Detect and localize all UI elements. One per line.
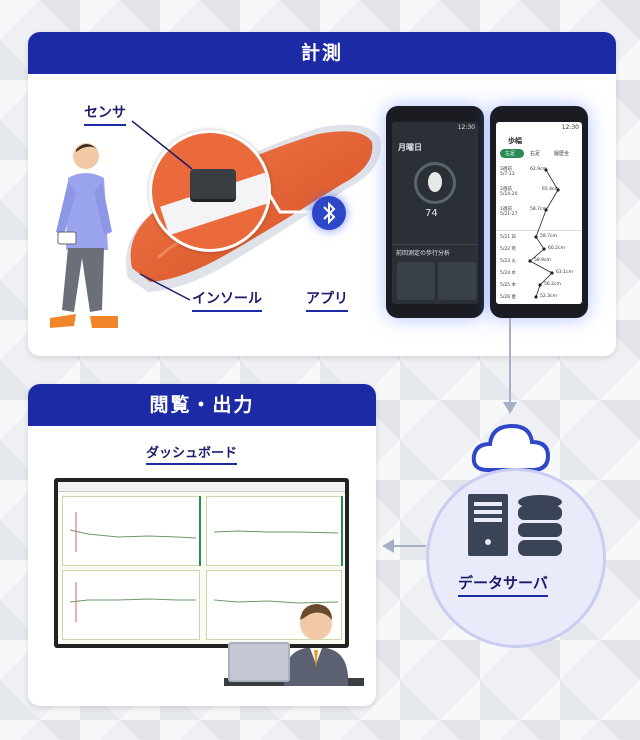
stride-point xyxy=(528,259,532,263)
phone-left-center-value: 74 xyxy=(425,208,438,219)
dashboard-chart-3 xyxy=(62,570,200,640)
phone-right-tab-3[interactable]: 履歴全 xyxy=(554,151,570,157)
database-icon xyxy=(518,495,562,556)
date-row-range: 5/7-13 xyxy=(500,172,515,177)
stride-point xyxy=(534,235,538,239)
dashboard-screen xyxy=(58,482,345,644)
dashboard-monitor xyxy=(54,478,349,648)
insole-label: インソール xyxy=(192,288,262,312)
data-server-circle xyxy=(426,468,606,648)
day-row-label: 5/23 火 xyxy=(500,259,517,264)
app-label: アプリ xyxy=(306,288,348,312)
stride-point xyxy=(544,208,548,212)
stride-point xyxy=(544,168,548,172)
phone-left-gauge xyxy=(414,162,456,204)
day-row-value: 58.7cm xyxy=(540,234,557,239)
phone-right-tab-1[interactable]: 左足 xyxy=(500,149,524,158)
phone-left-day: 月曜日 xyxy=(398,143,422,152)
arrow-left-icon xyxy=(382,539,426,553)
phone-right-title: 歩幅 xyxy=(508,137,522,145)
phone-right-time: 12:30 xyxy=(561,124,579,131)
arrow-down-icon xyxy=(503,318,517,414)
day-row-value: 63.1cm xyxy=(556,270,573,275)
date-row-value: 62.9cm xyxy=(530,167,547,172)
stride-point xyxy=(538,283,542,287)
measure-panel-title: 計測 xyxy=(28,32,616,74)
server-icon xyxy=(468,494,508,556)
phone-left-time: 12:30 xyxy=(457,124,475,131)
day-row-label: 5/26 金 xyxy=(500,295,517,300)
insole-leader-line xyxy=(139,273,191,301)
date-row-label: 2週前 xyxy=(500,187,512,192)
phone-right-divider xyxy=(496,230,582,231)
businessman-icon xyxy=(224,604,364,686)
stride-point xyxy=(534,295,538,299)
day-row-value: 56.2cm xyxy=(544,282,561,287)
date-row-range: 5/21-27 xyxy=(500,212,518,217)
phone-left-foot-icon xyxy=(428,172,442,192)
day-row-value: 58.9cm xyxy=(534,258,551,263)
phone-left-screen: 12:30 月曜日 74 前回測定の歩行分析 xyxy=(392,122,478,304)
phone-right-tab-2[interactable]: 右足 xyxy=(530,151,541,157)
person-walking-icon xyxy=(50,143,118,328)
stride-point xyxy=(550,271,554,275)
dashboard-lines xyxy=(69,496,343,622)
day-row-label: 5/22 月 xyxy=(500,247,517,252)
sensor-leader-line xyxy=(131,120,193,170)
view-panel-title: 閲覧・出力 xyxy=(28,384,376,426)
phone-right-tab-1-label: 左足 xyxy=(505,151,516,157)
day-row-label: 5/21 日 xyxy=(500,235,517,240)
day-row-value: 60.2cm xyxy=(548,246,565,251)
day-row-label: 5/24 水 xyxy=(500,271,517,276)
day-row-value: 52.3cm xyxy=(540,294,557,299)
sensor-label: センサ xyxy=(84,102,126,126)
stride-line xyxy=(529,169,559,298)
phone-left-section-title: 前回測定の歩行分析 xyxy=(396,250,451,257)
data-server-label: データサーバ xyxy=(458,572,548,597)
date-row-value: 65.4cm xyxy=(542,187,559,192)
bluetooth-icon xyxy=(312,196,346,230)
phone-left: 12:30 月曜日 74 前回測定の歩行分析 xyxy=(386,106,484,318)
stride-point xyxy=(556,188,560,192)
date-row-label: 1週前 xyxy=(500,207,512,212)
dashboard-label: ダッシュボード xyxy=(146,442,238,465)
stride-point xyxy=(542,247,546,251)
date-row-range: 5/14-20 xyxy=(500,192,518,197)
phone-left-card-right xyxy=(438,262,476,300)
date-row-value: 58.7cm xyxy=(530,207,547,212)
cloud-icon xyxy=(471,423,551,472)
sensor-device xyxy=(190,169,236,199)
dashboard-chart-1 xyxy=(62,496,200,566)
phone-right-zigzag xyxy=(528,168,560,299)
phone-left-card-left xyxy=(397,262,435,300)
date-row-label: 3週前 xyxy=(500,167,512,172)
day-row-label: 5/25 木 xyxy=(500,283,517,288)
